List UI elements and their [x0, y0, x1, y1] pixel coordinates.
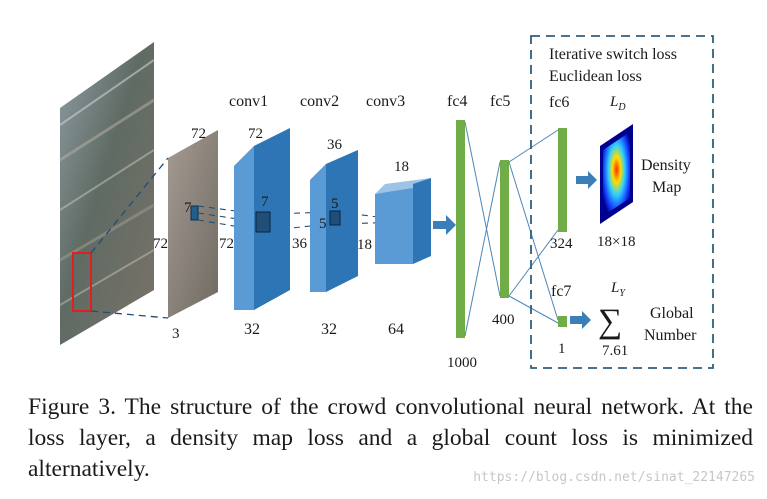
- sum-symbol: ∑: [598, 303, 622, 340]
- input-top-dim: 72: [191, 126, 206, 142]
- input-kernel-dim: 7: [184, 200, 192, 216]
- conv2-top-dim: 36: [327, 137, 343, 153]
- conv1-block: [234, 128, 290, 310]
- conv1-label: conv1: [229, 93, 268, 110]
- arrow-conv3-fc4: [433, 215, 456, 235]
- fc5-size: 400: [492, 312, 515, 328]
- conv2-kernel-top-dim: 5: [331, 196, 339, 212]
- watermark-url: https://blog.csdn.net/sinat_22147265: [473, 470, 755, 485]
- conv2-side-dim: 36: [292, 236, 308, 252]
- fc6-label: fc6: [549, 94, 569, 111]
- conv2-depth: 32: [321, 321, 337, 338]
- conv1-depth: 32: [244, 321, 260, 338]
- global-label-1: Global: [650, 305, 694, 322]
- fc4-label: fc4: [447, 93, 467, 110]
- fc6-size: 324: [550, 236, 573, 252]
- sum-value: 7.61: [602, 343, 628, 359]
- fc7-size: 1: [558, 341, 566, 357]
- fc7-label: fc7: [551, 283, 571, 300]
- input-depth: 3: [172, 326, 180, 342]
- conv3-label: conv3: [366, 93, 405, 110]
- fc-connections: [464, 121, 559, 337]
- conv2-kernel: [329, 210, 341, 226]
- input-patch: [168, 130, 218, 318]
- fc4-bar: [456, 120, 465, 338]
- conv1-side-dim: 72: [219, 236, 234, 252]
- input-side-dim: 72: [153, 236, 168, 252]
- loss-box: [530, 35, 714, 369]
- cnn-architecture-diagram: conv1 conv2 conv3 fc4 fc5 fc6 fc7 72 72 …: [59, 35, 714, 371]
- fc4-size: 1000: [447, 355, 477, 371]
- global-label-2: Number: [644, 327, 697, 344]
- ld-label: LD: [609, 94, 626, 113]
- conv3-top-dim: 18: [394, 159, 409, 175]
- conv2-label: conv2: [300, 93, 339, 110]
- density-label-1: Density: [641, 157, 691, 174]
- density-label-2: Map: [652, 179, 681, 196]
- conv-projection-lines: [197, 205, 401, 231]
- input-kernel: [190, 205, 199, 221]
- conv2-kernel-side-dim: 5: [319, 216, 327, 232]
- arrow-fc6-density: [576, 171, 597, 189]
- density-map-image: [600, 124, 633, 224]
- figure-caption: Figure 3. The structure of the crowd con…: [28, 394, 753, 482]
- density-size: 18×18: [597, 234, 635, 250]
- conv1-kernel: [255, 211, 271, 233]
- conv2-block: [310, 150, 358, 292]
- arrow-fc7-sum: [570, 311, 591, 329]
- loss-line1: Iterative switch loss: [549, 46, 677, 63]
- fc7-bar: [558, 316, 567, 327]
- conv1-top-dim: 72: [248, 126, 263, 142]
- conv3-side-dim: 18: [357, 237, 372, 253]
- labels: conv1 conv2 conv3 fc4 fc5 fc6 fc7 72 72 …: [153, 46, 697, 371]
- patch-highlight-box: [72, 252, 92, 312]
- patch-projection-lines: [90, 157, 169, 319]
- fc5-bar: [500, 160, 509, 298]
- fc6-bar: [558, 128, 567, 232]
- fc5-label: fc5: [490, 93, 510, 110]
- ly-label: LY: [610, 280, 626, 299]
- loss-line2: Euclidean loss: [549, 68, 642, 85]
- conv3-block: [375, 178, 431, 264]
- conv1-kernel-dim: 7: [261, 194, 269, 210]
- conv3-depth: 64: [388, 321, 404, 338]
